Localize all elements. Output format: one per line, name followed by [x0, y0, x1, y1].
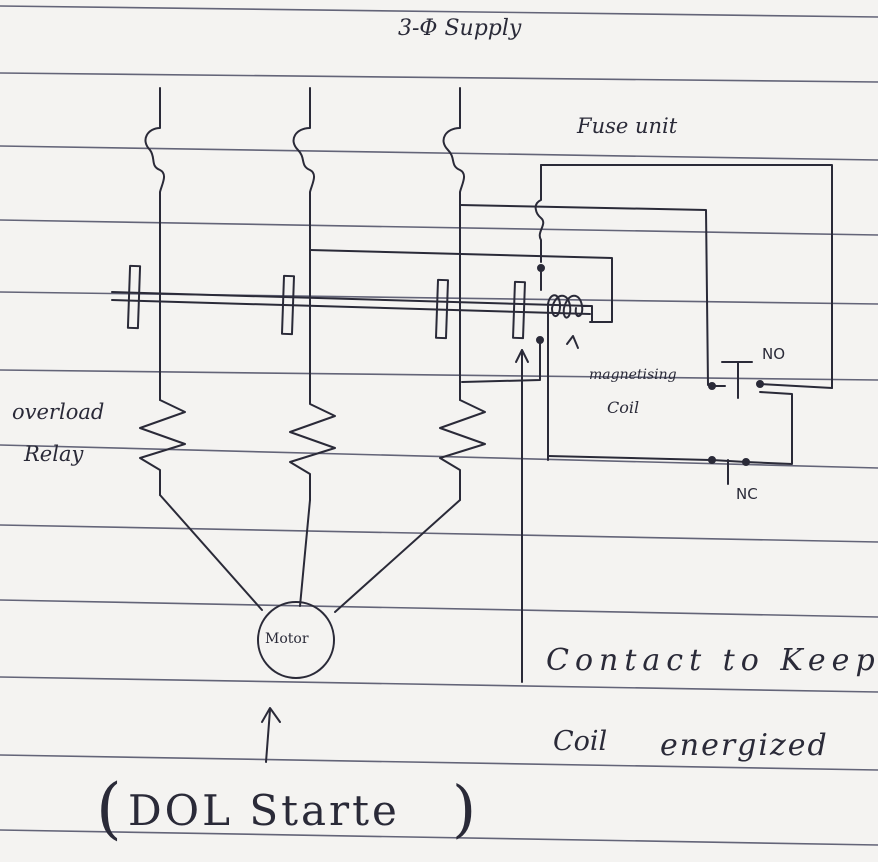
contact-note-line-1: Contact to Keep [546, 643, 878, 678]
control-fuse [534, 164, 545, 263]
phase-line-1 [144, 87, 166, 401]
dol-paren-open: ( [96, 770, 122, 847]
fuse-terminal [537, 264, 545, 272]
contactor-bar [111, 264, 591, 340]
supply-title: 3-Φ Supply [398, 16, 522, 41]
no-push-button [708, 361, 833, 399]
contact-note-coil: Coil [553, 726, 608, 757]
motor-label: Motor [265, 631, 309, 647]
overload-label: overload [12, 400, 105, 424]
coil-label: Coil [607, 398, 640, 417]
supply-to-no-wire [540, 164, 833, 389]
dol-paren-close: ) [452, 772, 477, 845]
dol-starter-label: DOL Starte [128, 786, 400, 835]
holding-contact-wire [461, 339, 541, 383]
magnetising-coil [547, 294, 593, 461]
phase2-tap-wire [309, 249, 613, 323]
relay-label: Relay [24, 442, 84, 466]
fuse-unit-label: Fuse unit [577, 114, 678, 138]
motor-circle [257, 601, 335, 679]
phase-line-2 [292, 87, 316, 401]
no-label: NO [762, 345, 786, 363]
motor-arrow [261, 707, 281, 763]
phase3-tap-wire [459, 204, 709, 386]
contact-note-energized: energized [660, 728, 829, 763]
nc-push-button [547, 391, 793, 485]
nc-label: NC [736, 485, 758, 503]
magnetising-label: magnetising [589, 367, 677, 383]
coil-pointer-arrow [566, 335, 579, 349]
phase-line-3 [442, 87, 466, 401]
